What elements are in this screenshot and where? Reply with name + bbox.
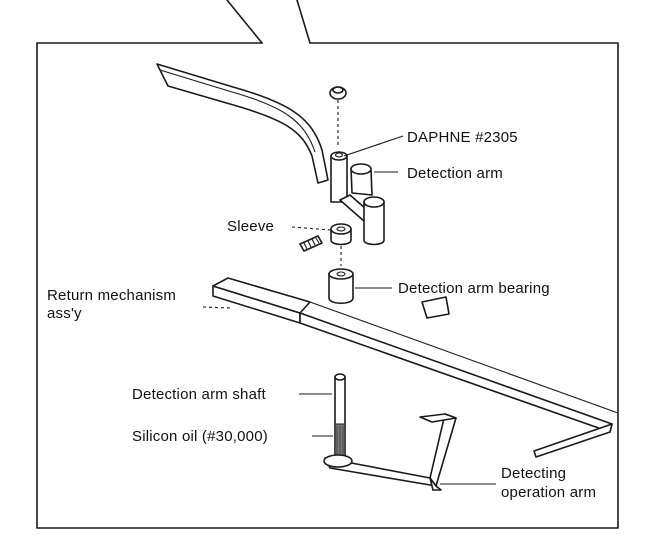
detection-arm-part xyxy=(330,151,385,246)
return-mechanism-label-1: Return mechanism xyxy=(47,287,176,304)
silicon-oil-label: Silicon oil (#30,000) xyxy=(132,428,268,445)
leader-sleeve xyxy=(291,226,331,231)
sleeve-part xyxy=(299,223,352,266)
detection-arm-label: Detection arm xyxy=(407,165,503,182)
top-nut-part xyxy=(329,86,347,146)
sleeve-label: Sleeve xyxy=(227,218,274,235)
return-mechanism-bar xyxy=(212,277,619,458)
operation-arm-label-1: Detecting xyxy=(501,465,566,482)
detecting-operation-arm xyxy=(323,413,457,491)
wedge-piece xyxy=(421,296,450,319)
leader-lines xyxy=(202,135,496,485)
bearing-part xyxy=(328,268,354,305)
bearing-label: Detection arm bearing xyxy=(398,280,550,297)
daphne-label: DAPHNE #2305 xyxy=(407,129,518,146)
detection-arm-shaft xyxy=(334,373,346,459)
return-mechanism-label-2: ass'y xyxy=(47,305,82,322)
callout-pointer xyxy=(226,0,311,44)
leader-daphne xyxy=(343,135,404,157)
tone-arm xyxy=(156,63,329,184)
diagram-frame xyxy=(36,42,619,529)
shaft-label: Detection arm shaft xyxy=(132,386,266,403)
operation-arm-label-2: operation arm xyxy=(501,484,596,501)
leader-return xyxy=(202,306,233,309)
